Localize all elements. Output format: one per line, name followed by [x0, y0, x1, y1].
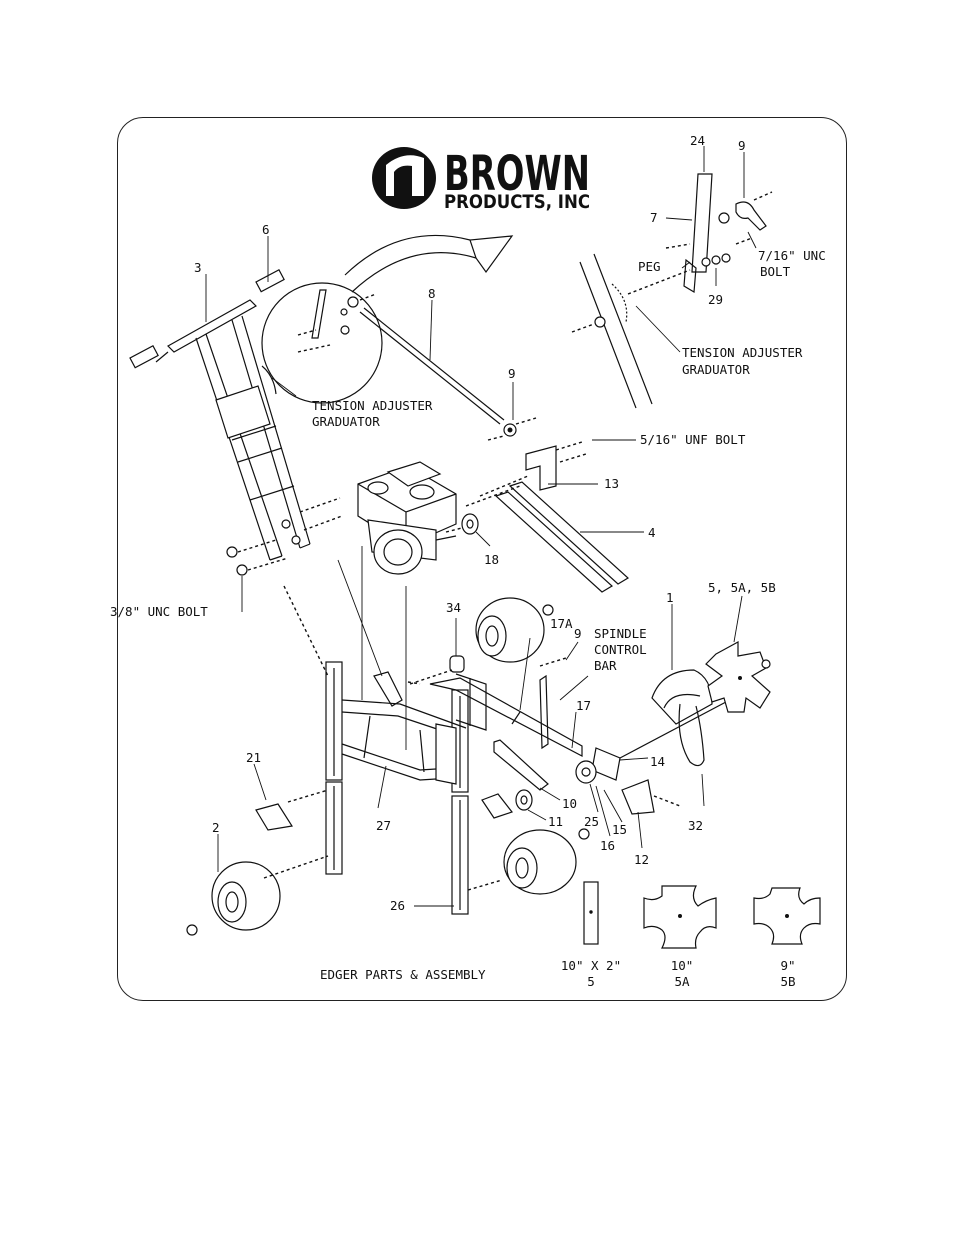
variant-size-5a: 10"	[671, 958, 694, 973]
label-7: 7	[650, 210, 658, 225]
drive-belts	[496, 482, 628, 592]
label-18: 18	[484, 552, 499, 567]
blade-main	[706, 642, 770, 712]
label-15: 15	[612, 822, 627, 837]
label-34: 34	[446, 600, 461, 615]
handle-assembly	[130, 270, 310, 560]
blade-variant-5b	[754, 888, 820, 944]
label-29: 29	[708, 292, 723, 307]
variant-code-5a: 5A	[674, 974, 690, 989]
blade-variant-labels: 10" X 2" 5 10" 5A 9" 5B	[561, 958, 796, 989]
label-4: 4	[648, 525, 656, 540]
variant-code-5: 5	[587, 974, 595, 989]
label-9-top: 9	[738, 138, 746, 153]
zoom-inset	[262, 235, 512, 403]
label-516-bolt: 5/16" UNF BOLT	[640, 432, 746, 447]
label-peg: PEG	[638, 259, 661, 274]
label-spindle-3: BAR	[594, 658, 617, 673]
label-tension-right-2: GRADUATOR	[682, 362, 750, 377]
label-6: 6	[262, 222, 270, 237]
label-13: 13	[604, 476, 619, 491]
label-716-bolt-1: 7/16" UNC	[758, 248, 826, 263]
brand-name-line2: PRODUCTS, INC	[444, 191, 590, 213]
label-38-bolt: 3/8" UNC BOLT	[110, 604, 208, 619]
label-5-5a-5b: 5, 5A, 5B	[708, 580, 776, 595]
label-32: 32	[688, 818, 703, 833]
label-tension-right-1: TENSION ADJUSTER	[682, 345, 803, 360]
frame-bolts	[227, 498, 342, 575]
label-spindle-2: CONTROL	[594, 642, 647, 657]
label-25: 25	[584, 814, 599, 829]
label-21: 21	[246, 750, 261, 765]
label-27: 27	[376, 818, 391, 833]
blade-guard	[652, 670, 712, 766]
label-14: 14	[650, 754, 665, 769]
variant-size-5: 10" X 2"	[561, 958, 621, 973]
blade-variant-5	[584, 882, 598, 944]
variant-code-5b: 5B	[780, 974, 795, 989]
label-1: 1	[666, 590, 674, 605]
label-24: 24	[690, 133, 705, 148]
label-2: 2	[212, 820, 220, 835]
label-tension-left-2: GRADUATOR	[312, 414, 380, 429]
label-17: 17	[576, 698, 591, 713]
engine	[358, 462, 478, 574]
label-12: 12	[634, 852, 649, 867]
label-716-bolt-2: BOLT	[760, 264, 791, 279]
label-tension-left-1: TENSION ADJUSTER	[312, 398, 433, 413]
label-8: 8	[428, 286, 436, 301]
label-10: 10	[562, 796, 577, 811]
label-3: 3	[194, 260, 202, 275]
label-26: 26	[390, 898, 405, 913]
label-11: 11	[548, 814, 563, 829]
diagram-caption: EDGER PARTS & ASSEMBLY	[320, 967, 486, 982]
label-17a: 17A	[550, 616, 573, 631]
label-16: 16	[600, 838, 615, 853]
label-9-cable: 9	[508, 366, 516, 381]
label-spindle-1: SPINDLE	[594, 626, 647, 641]
brown-logo: BROWN PRODUCTS, INC	[372, 146, 590, 213]
blade-variant-5a	[644, 886, 716, 948]
variant-size-5b: 9"	[780, 958, 795, 973]
label-9-spindle: 9	[574, 626, 582, 641]
